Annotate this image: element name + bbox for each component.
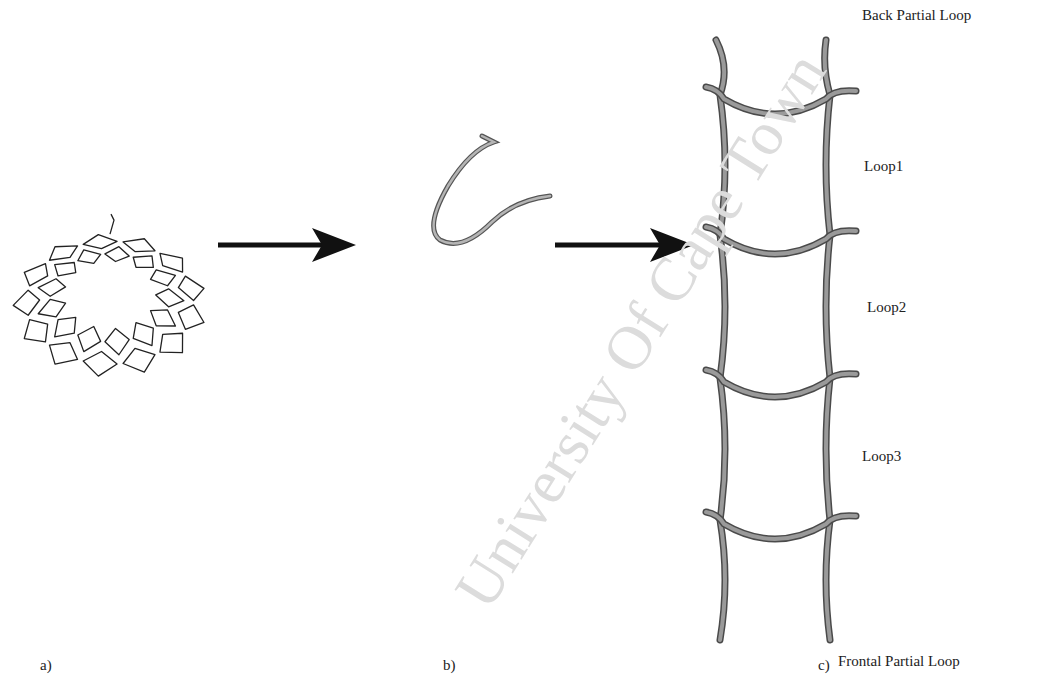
- stent-cell: [123, 348, 155, 372]
- stent-cell: [55, 263, 76, 276]
- stent-cell: [83, 235, 117, 249]
- loop-wire: [825, 40, 830, 640]
- stent-cell: [55, 317, 76, 337]
- stent-cell: [38, 299, 65, 316]
- stent-cell: [78, 326, 101, 351]
- stent-cell: [151, 270, 176, 286]
- single-wire: [434, 136, 550, 243]
- loop-stitch: [706, 512, 856, 539]
- stent-cell: [83, 351, 117, 376]
- stent-cell: [178, 305, 204, 329]
- part-label: Back Partial Loop: [862, 6, 971, 24]
- stent-cell: [156, 289, 184, 307]
- stent-cell: [105, 247, 129, 262]
- stent-cell: [133, 323, 153, 346]
- panel-letter: b): [443, 656, 456, 674]
- stent-wire-end: [110, 214, 114, 234]
- stent-cell: [160, 253, 183, 272]
- loop-stitch: [706, 370, 856, 397]
- loop-wire: [716, 40, 725, 640]
- stent-cell: [38, 279, 65, 296]
- part-label: Loop1: [864, 157, 903, 175]
- stent-cell: [178, 276, 204, 300]
- stent-cell: [151, 310, 176, 326]
- part-label: Frontal Partial Loop: [838, 652, 960, 670]
- panel-letter: a): [40, 656, 52, 674]
- stent-cell: [13, 290, 39, 315]
- process-arrow: [218, 228, 356, 262]
- stent-cell: [24, 320, 47, 342]
- stent-cell: [123, 239, 155, 252]
- stent-cell: [24, 264, 47, 286]
- part-label: Loop3: [862, 447, 901, 465]
- stent-cell: [49, 343, 77, 364]
- stent-mesh: [13, 214, 204, 376]
- panel-letter: c): [818, 656, 830, 674]
- part-label: Loop2: [867, 298, 906, 316]
- stent-cell: [78, 250, 101, 264]
- stent-cell: [105, 328, 129, 354]
- loop-stitch: [706, 370, 856, 397]
- stent-cell: [49, 246, 77, 260]
- loop-wire: [825, 40, 830, 640]
- watermark: University Of Cape Town: [444, 42, 836, 618]
- stent-cell: [160, 333, 183, 352]
- stent-cell: [133, 256, 153, 268]
- loop-wire: [716, 40, 725, 640]
- loop-stitch: [706, 512, 856, 539]
